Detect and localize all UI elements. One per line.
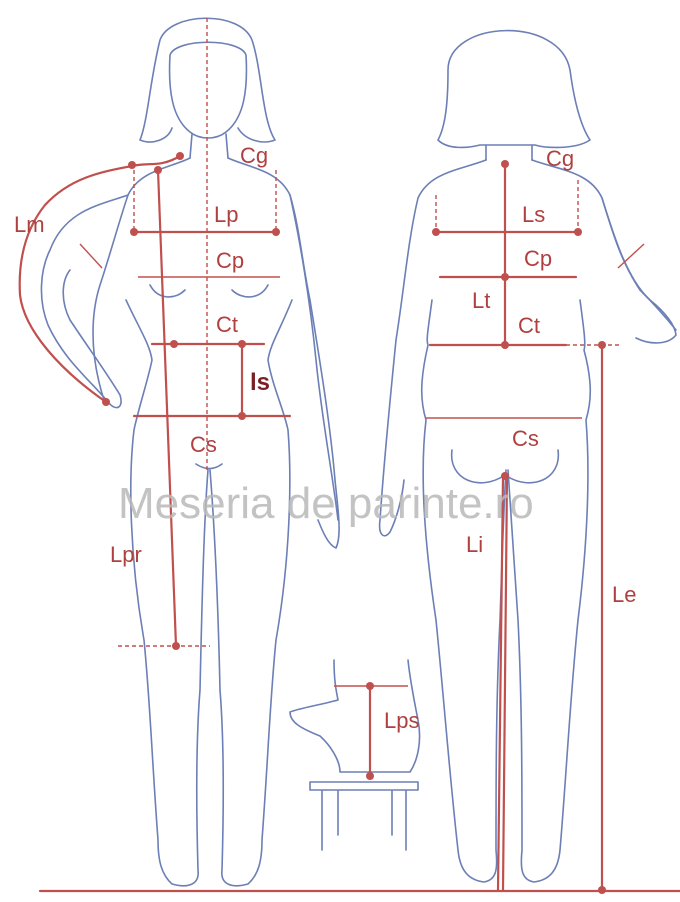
front-crotch: [196, 464, 222, 469]
front-label-cp: Cp: [216, 248, 244, 273]
back-label-le: Le: [612, 582, 636, 607]
front-label-ls: ls: [250, 369, 270, 396]
watermark: Meseria de parinte.ro: [118, 479, 534, 528]
front-right-arm: [290, 195, 338, 520]
back-neck: [486, 145, 532, 160]
back-figure: [380, 31, 676, 882]
front-ct-dot-left: [170, 340, 178, 348]
le-dot-top: [598, 341, 606, 349]
front-label-lp: Lp: [214, 202, 238, 227]
lm-dot-wrist: [102, 398, 110, 406]
back-label-ct: Ct: [518, 313, 540, 338]
lps-dot-bottom: [366, 772, 374, 780]
back-li-line-left: [498, 476, 503, 890]
seated-chair: [310, 782, 418, 850]
lm-dot-shoulder: [128, 161, 136, 169]
lp-dot-left: [130, 228, 138, 236]
back-right-arm: [602, 198, 676, 343]
seated-figure: [290, 660, 420, 850]
back-lt-dot-top: [501, 160, 509, 168]
back-label-li: Li: [466, 532, 483, 557]
front-bust: [150, 285, 268, 297]
measurement-lines: [20, 18, 680, 894]
back-label-lt: Lt: [472, 288, 490, 313]
back-label-ls: Ls: [522, 202, 545, 227]
seated-labels: Lps: [384, 708, 419, 733]
front-label-ct: Ct: [216, 312, 238, 337]
back-labels: Cg Ls Cp Lt Ct Cs Li Le: [466, 146, 636, 607]
front-face: [170, 42, 247, 138]
back-hair: [438, 31, 590, 148]
lp-dot-right: [272, 228, 280, 236]
back-label-cs: Cs: [512, 426, 539, 451]
front-side-vertical: [158, 170, 176, 646]
front-upper-arm-line: [80, 244, 102, 268]
back-ls-dot-right: [574, 228, 582, 236]
lps-dot-top: [366, 682, 374, 690]
front-label-lm: Lm: [14, 212, 45, 237]
front-label-lpr: Lpr: [110, 542, 142, 567]
back-label-cp: Cp: [524, 246, 552, 271]
back-label-cg: Cg: [546, 146, 574, 171]
front-side-dot-top: [154, 166, 162, 174]
seated-label-lps: Lps: [384, 708, 419, 733]
front-label-cg: Cg: [240, 143, 268, 168]
front-left-arm: [41, 195, 128, 408]
front-knee-dot: [172, 642, 180, 650]
back-ls-dot-left: [432, 228, 440, 236]
front-label-cs: Cs: [190, 432, 217, 457]
lm-dot-top: [176, 152, 184, 160]
